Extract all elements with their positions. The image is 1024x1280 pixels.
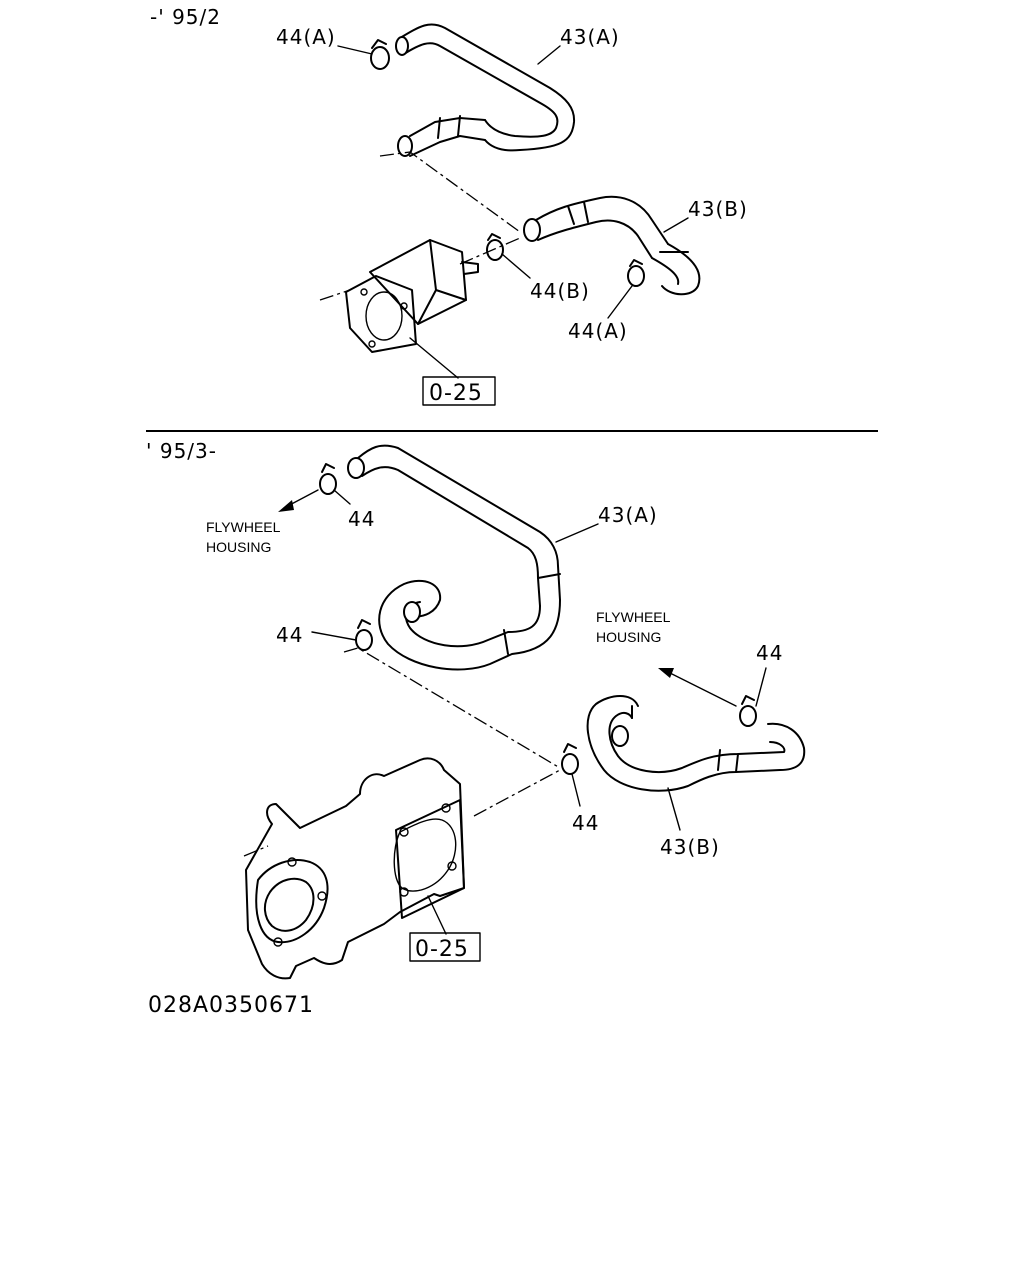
flywheel-label-right-1: FLYWHEEL xyxy=(596,609,671,625)
label-44-mid-left: 44 xyxy=(276,623,303,647)
section-early: -' 95/2 44(A) 43(A) xyxy=(150,5,748,406)
ref-box-top xyxy=(422,376,496,406)
thermostat-housing-illustration xyxy=(243,757,561,980)
clamp-44a-top-icon xyxy=(370,39,390,70)
label-43a-top: 43(A) xyxy=(560,25,620,49)
label-44-center: 44 xyxy=(572,811,599,835)
label-44-right: 44 xyxy=(756,641,783,665)
hose-43b-late-illustration xyxy=(586,695,806,792)
label-44b: 44(B) xyxy=(530,279,590,303)
period-label: -' 95/2 xyxy=(150,5,221,29)
hose-43b-illustration xyxy=(523,195,701,296)
clamp-44-right-icon xyxy=(739,695,757,727)
clamp-44b-icon xyxy=(486,233,504,261)
hose-43a-late-illustration xyxy=(347,444,561,671)
label-43b-late: 43(B) xyxy=(660,835,720,859)
ref-label-top: 0-25 xyxy=(429,381,483,406)
flywheel-label-right-2: HOUSING xyxy=(596,629,661,645)
clamp-44a-bottom-icon xyxy=(627,259,645,287)
flywheel-arrow-right xyxy=(658,668,737,707)
coolant-fitting-illustration xyxy=(319,237,521,353)
clamp-44-center-icon xyxy=(561,743,579,775)
label-44a-bottom: 44(A) xyxy=(568,319,628,343)
label-44a-top: 44(A) xyxy=(276,25,336,49)
clamp-44-top-icon xyxy=(319,463,337,495)
flywheel-label-left-1: FLYWHEEL xyxy=(206,519,281,535)
period-label: ' 95/3- xyxy=(146,439,217,463)
diagram-code: 028A0350671 xyxy=(148,993,314,1018)
ref-label-bottom: 0-25 xyxy=(415,937,469,962)
flywheel-arrow-left xyxy=(278,489,319,512)
section-late: ' 95/3- 43(A) 44 FLYWHEEL HOUSING xyxy=(146,439,806,980)
ref-box-bottom xyxy=(409,932,481,962)
clamp-44-mid-left-icon xyxy=(355,619,373,651)
label-43b-top: 43(B) xyxy=(688,197,748,221)
label-43a-late: 43(A) xyxy=(598,503,658,527)
hose-43a-illustration xyxy=(395,23,576,157)
flywheel-label-left-2: HOUSING xyxy=(206,539,271,555)
label-44-top: 44 xyxy=(348,507,375,531)
